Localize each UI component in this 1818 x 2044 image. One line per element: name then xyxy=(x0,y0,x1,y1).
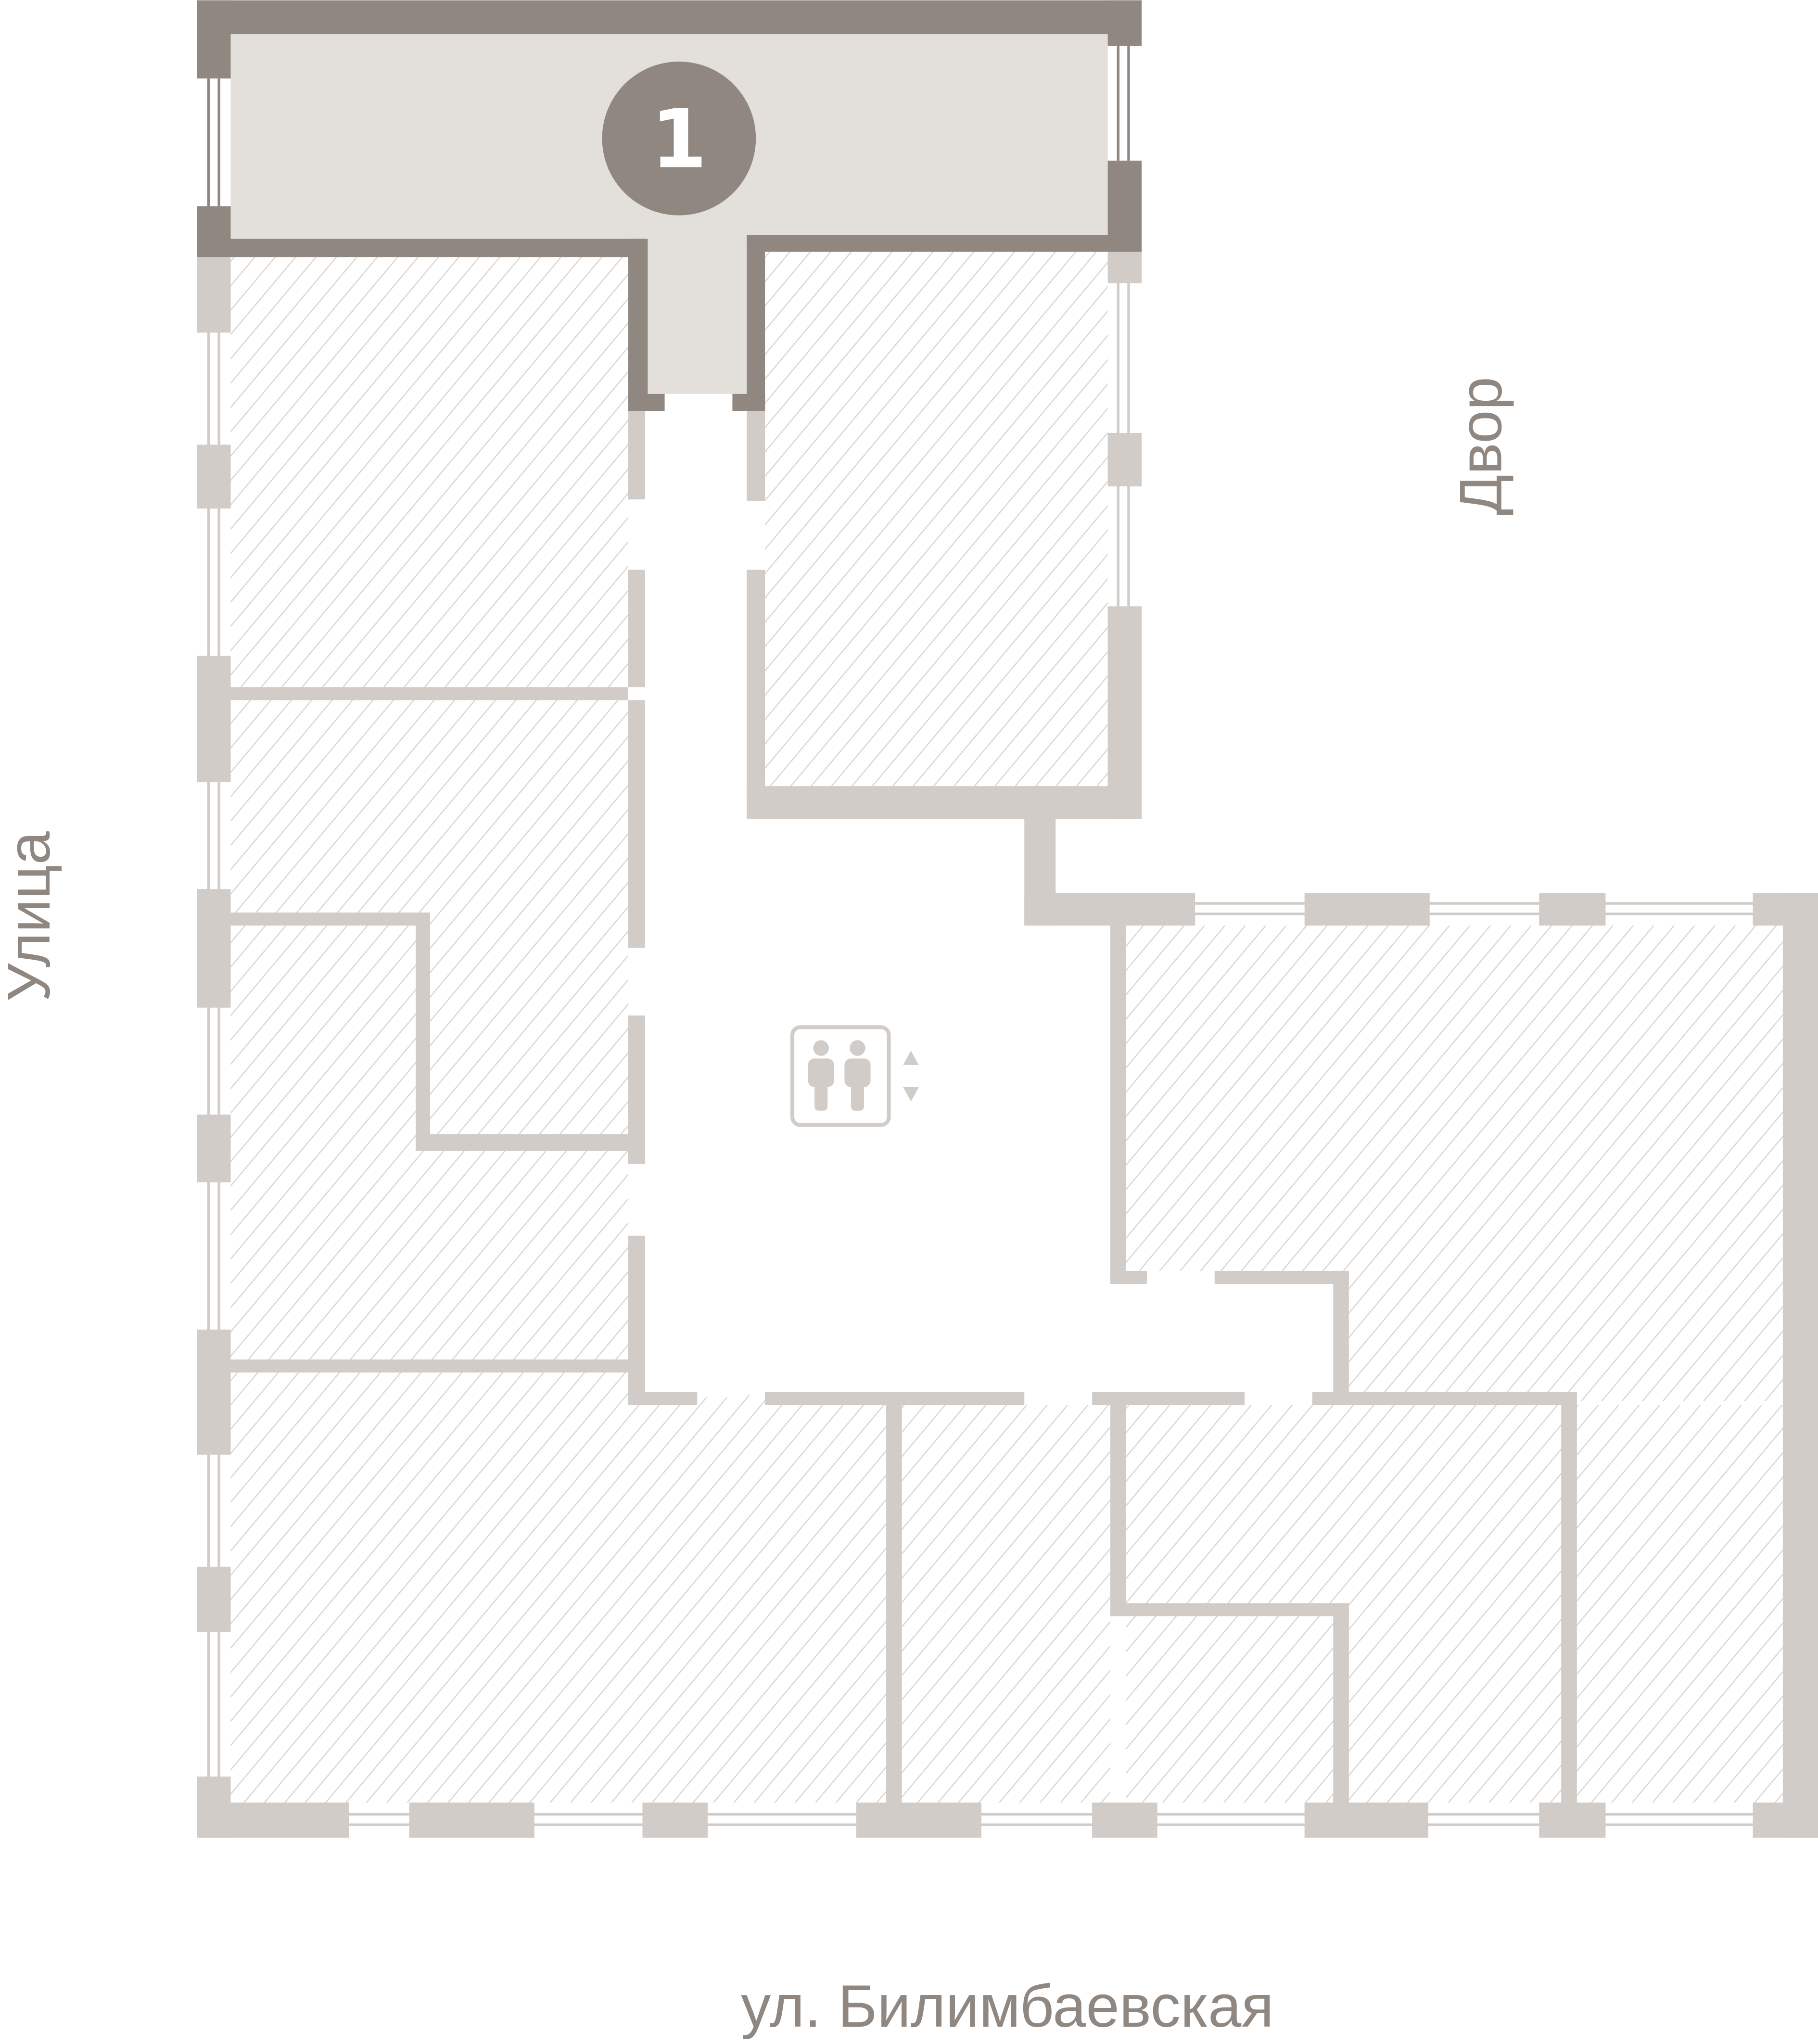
arrow-up-icon xyxy=(903,1051,919,1065)
arrow-down-icon xyxy=(903,1087,919,1102)
unavailable-units xyxy=(230,252,1783,1803)
unit-number: 1 xyxy=(651,92,707,186)
street-name-label: ул. Билимбаевская xyxy=(741,1973,1274,2040)
elevator-icon xyxy=(790,1025,919,1127)
unit-1[interactable]: 1 xyxy=(197,0,1142,411)
walls xyxy=(197,252,1818,1838)
street-label: Улица xyxy=(0,831,63,1002)
yard-label: Двор xyxy=(1448,377,1514,515)
unit-number-badge[interactable] xyxy=(602,61,756,216)
